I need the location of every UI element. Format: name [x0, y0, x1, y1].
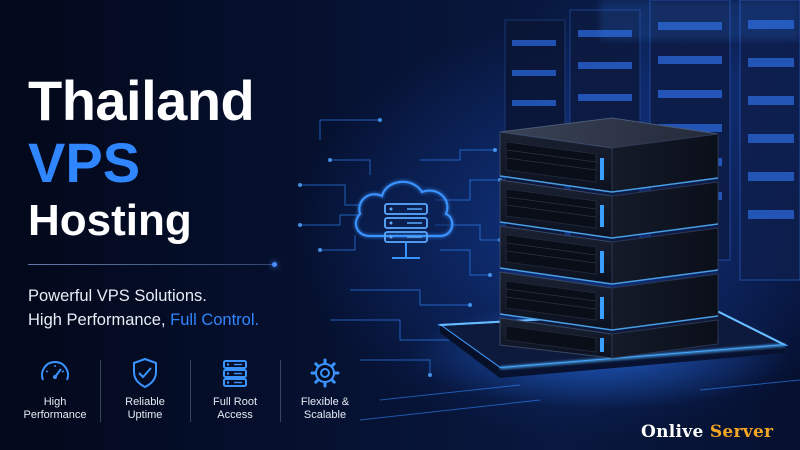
headline-line-1: Thailand [28, 69, 255, 132]
cloud-server-icon [353, 179, 455, 259]
brand-logo-word-1: Onlive [641, 422, 704, 442]
tagline-line-2-accent: Full Control. [170, 311, 260, 329]
brand-logo[interactable]: Onlive Server [641, 422, 773, 442]
server-stack [499, 117, 719, 359]
headline-line-2: VPS [28, 131, 141, 194]
divider-line [28, 264, 274, 265]
divider-dot [272, 262, 277, 267]
server-unit [499, 271, 719, 331]
server-unit [499, 225, 719, 285]
feature-label: Flexible &Scalable [300, 396, 350, 421]
headline-line-3: Hosting [28, 196, 192, 245]
headline: Thailand VPS Hosting [28, 69, 255, 248]
brand-logo-word-2: Server [709, 422, 774, 442]
server-unit [499, 131, 719, 193]
shield-check-icon [133, 357, 157, 389]
tagline-line-1: Powerful VPS Solutions. [28, 287, 207, 305]
light-streaks [359, 379, 800, 421]
server-unit [499, 317, 719, 359]
feature-item-scalable: Flexible &Scalable [280, 356, 370, 428]
tagline-line-2-prefix: High Performance, [28, 311, 166, 329]
gear-icon [310, 358, 340, 388]
tagline-line-2: High Performance, Full Control. [28, 308, 259, 332]
speedometer-icon [41, 361, 69, 381]
server-icon [223, 360, 247, 387]
server-unit [499, 179, 719, 239]
tagline: Powerful VPS Solutions. High Performance… [28, 284, 259, 332]
